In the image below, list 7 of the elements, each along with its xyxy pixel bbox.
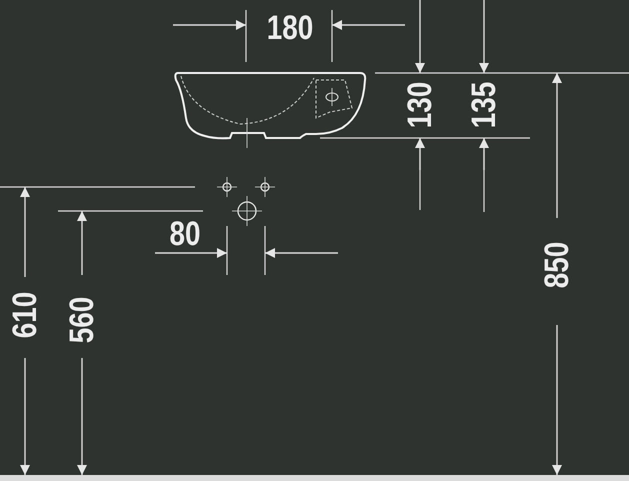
dimension-value: 560 — [65, 296, 99, 344]
dimension-value: 80 — [170, 217, 200, 251]
dimension-value: 135 — [467, 82, 501, 128]
dimension-value: 610 — [8, 292, 42, 338]
dimension-value: 850 — [540, 242, 574, 288]
dimension-value: 180 — [266, 11, 314, 45]
dimension-value: 130 — [403, 82, 437, 128]
